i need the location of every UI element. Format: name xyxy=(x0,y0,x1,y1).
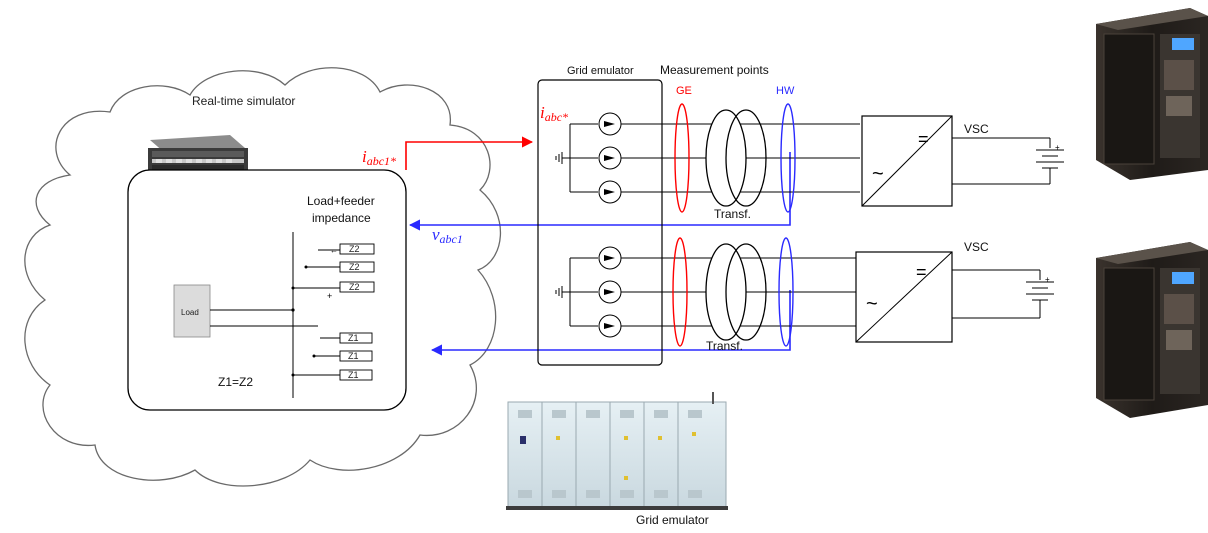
hw-measurement-top xyxy=(780,103,796,213)
z1-label-2: Z1 xyxy=(348,351,359,361)
transformer-top-label: Transf. xyxy=(714,207,751,221)
load-feeder-title-line1: Load+feeder xyxy=(307,194,375,208)
vsc-bottom-equals: = xyxy=(916,262,927,282)
z1-branches xyxy=(293,332,373,381)
realtime-simulator-label: Real-time simulator xyxy=(192,94,295,108)
load-feeder-box xyxy=(127,169,407,411)
vsc-bottom xyxy=(855,251,953,343)
vsc-bottom-tilde: ~ xyxy=(866,293,878,315)
simulator-rack-image xyxy=(148,135,248,172)
z-equality-label: Z1=Z2 xyxy=(218,375,253,389)
v-abc1-label: vabc1 xyxy=(432,225,463,246)
hw-measurement-bottom xyxy=(778,237,794,347)
z2-branches xyxy=(293,243,375,293)
measurement-points-label: Measurement points xyxy=(660,63,769,77)
z1-label-3: Z1 xyxy=(348,370,359,380)
transformer-bottom-label: Transf. xyxy=(706,339,743,353)
hw-label: HW xyxy=(776,85,795,97)
load-feeder-title-line2: impedance xyxy=(312,211,371,225)
voltage-feedback-signal-top xyxy=(408,152,791,231)
grid-emulator-box xyxy=(537,79,663,366)
z2-label-3: Z2 xyxy=(349,282,360,292)
svg-text:+: + xyxy=(327,291,332,301)
transformer-top xyxy=(705,109,767,207)
i-abc1-label: iabc1* xyxy=(362,147,396,168)
converter-cabinet-bottom xyxy=(1096,242,1208,418)
dc-link-bottom xyxy=(952,269,1054,319)
i-abc-label: iabc* xyxy=(540,103,568,124)
vsc-top xyxy=(861,115,953,207)
dc-link-top xyxy=(952,137,1064,185)
z2-label-2: Z2 xyxy=(349,262,360,272)
ge-label: GE xyxy=(676,85,692,97)
z2-label-1: Z2 xyxy=(349,244,360,254)
current-reference-signal xyxy=(405,136,534,170)
vsc-top-tilde: ~ xyxy=(872,163,884,185)
converter-cabinet-top xyxy=(1096,8,1208,180)
ge-measurement-top xyxy=(674,103,690,213)
svg-text:+: + xyxy=(1045,275,1050,284)
ge-measurement-bottom xyxy=(672,237,688,347)
grid-emulator-label: Grid emulator xyxy=(567,65,634,77)
z1-label-1: Z1 xyxy=(348,333,359,343)
vsc-bottom-label: VSC xyxy=(964,240,989,254)
vsc-top-label: VSC xyxy=(964,122,989,136)
load-label: Load xyxy=(181,308,199,317)
load-block xyxy=(173,284,211,338)
svg-text:←: ← xyxy=(330,246,338,255)
grid-emulator-cabinets-image xyxy=(506,392,728,510)
svg-text:+: + xyxy=(1055,143,1060,152)
vsc-top-equals: = xyxy=(918,129,929,149)
voltage-feedback-signal-bottom xyxy=(430,290,791,356)
grid-emulator-photo-label: Grid emulator xyxy=(636,513,709,527)
transformer-bottom xyxy=(705,243,767,341)
